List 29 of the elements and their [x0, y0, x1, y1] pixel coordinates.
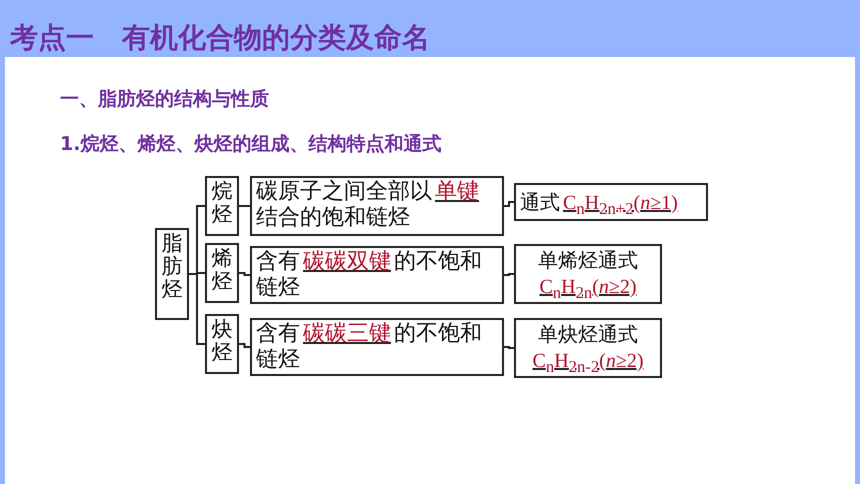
general-formula: C$_{n}$H$_{2n-2}$(n≥2): [532, 349, 644, 378]
connector-line: [504, 273, 514, 276]
description-text: 碳原子之间全部以单键 结合的饱和链烃: [256, 179, 480, 230]
description-box: [250, 176, 504, 236]
section-heading: 1.烷烃、烯烃、炔烃的组成、结构特点和通式: [60, 132, 442, 157]
connector-line: [239, 272, 250, 276]
description-box: [250, 246, 504, 304]
connector-line: [504, 201, 514, 207]
formula-label: 单炔烃通式: [537, 321, 639, 348]
formula-box: [514, 183, 708, 221]
section-heading: 一、脂肪烃的结构与性质: [60, 87, 269, 112]
connector-line: [239, 205, 250, 207]
category-box: 炔烃: [205, 314, 239, 374]
general-formula: C$_{n}$H$_{2n+2}$(n≥1): [562, 192, 679, 214]
connector-line: [504, 346, 514, 349]
category-box: 烷烃: [205, 176, 239, 236]
formula-label: 单烯烃通式: [537, 247, 639, 274]
general-formula: C$_{n}$H$_{2n}$(n≥2): [538, 275, 638, 304]
formula-box: [514, 318, 662, 378]
description-text: 含有碳碳三键 的不饱和链烃: [256, 321, 482, 372]
description-text: 含有碳碳双键 的不饱和链烃: [256, 249, 482, 300]
category-box: 烯烃: [205, 243, 239, 303]
connector-line: [239, 343, 250, 348]
description-box: [250, 318, 504, 376]
slide-title: 考点一 有机化合物的分类及命名: [10, 20, 430, 56]
formula-box: [514, 244, 662, 304]
category-box: 脂肪烃: [155, 228, 189, 320]
connector-line: [189, 273, 205, 345]
formula-label: 通式: [520, 190, 560, 214]
